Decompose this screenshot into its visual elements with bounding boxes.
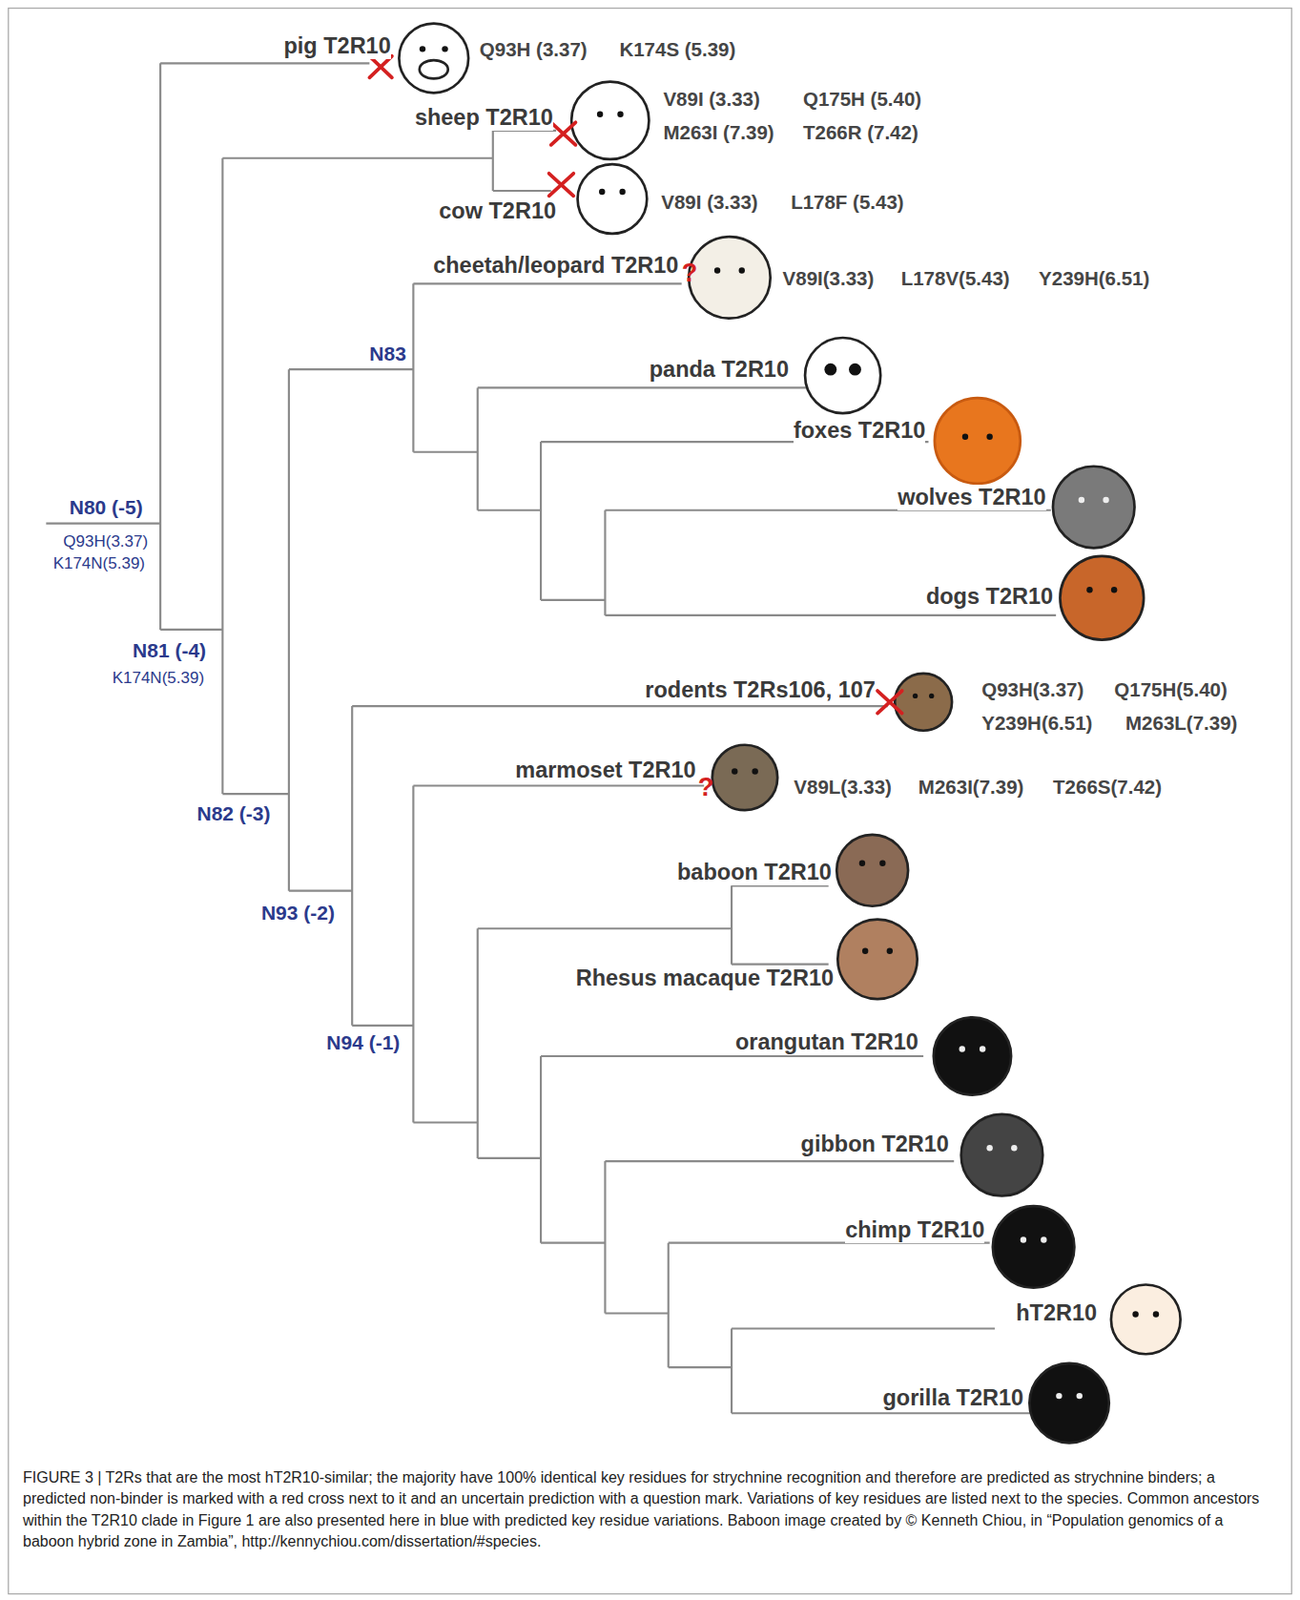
- species-label: gibbon T2R10: [801, 1131, 950, 1157]
- figure-caption: FIGURE 3 | T2Rs that are the most hT2R10…: [22, 1466, 1273, 1553]
- species-label: Rhesus macaque T2R10: [576, 965, 834, 991]
- panda-icon: [804, 337, 881, 413]
- figure-frame: [8, 8, 1292, 1594]
- species-label: cow T2R10: [438, 198, 557, 225]
- species-label: cheetah/leopard T2R10: [433, 252, 679, 279]
- ancestor-variation: K174N(5.39): [112, 668, 205, 688]
- residue-variation: Q93H (3.37): [479, 38, 588, 62]
- branch: [412, 387, 1056, 616]
- red-cross: [549, 173, 575, 197]
- ancestor-node-label: N80 (-5): [69, 495, 144, 519]
- ancestor-node-label: N82 (-3): [196, 802, 270, 826]
- tree-branches: [45, 62, 1056, 1413]
- species-label: marmoset T2R10: [515, 757, 696, 784]
- cheetah-icon: [688, 236, 771, 319]
- cow-icon: [577, 164, 648, 234]
- ancestor-variation: K174N(5.39): [53, 554, 145, 574]
- pig-icon: [398, 23, 469, 94]
- uncertain-mark: ?: [698, 772, 715, 803]
- branch: [412, 885, 828, 1158]
- branch: [477, 1055, 1032, 1413]
- red-cross: [369, 56, 393, 78]
- pig-snout: [419, 60, 449, 79]
- residue-variation: M263L(7.39): [1125, 711, 1238, 735]
- branch: [160, 130, 557, 794]
- marmoset-icon: [712, 744, 778, 810]
- gorilla-icon: [1029, 1362, 1109, 1443]
- fox-icon: [934, 397, 1021, 484]
- species-label: orangutan T2R10: [735, 1029, 919, 1055]
- human-icon: [1111, 1284, 1181, 1355]
- ancestor-node-label: N81 (-4): [132, 639, 207, 662]
- species-label: hT2R10: [1015, 1300, 1097, 1326]
- non-binder-crosses: [369, 56, 902, 714]
- residue-variation: V89I (3.33): [660, 190, 758, 214]
- species-label: dogs T2R10: [926, 583, 1053, 610]
- ancestor-node-label: N94 (-1): [326, 1031, 400, 1054]
- residue-variation: V89I (3.33): [662, 87, 760, 111]
- branch: [288, 705, 888, 1122]
- residue-variation: Q175H(5.40): [1114, 678, 1228, 702]
- ancestor-node-label: N83: [369, 342, 407, 366]
- residue-variation: Q175H (5.40): [803, 87, 922, 111]
- sheep-icon: [571, 82, 649, 160]
- icon-eyes: [419, 45, 1159, 1399]
- species-label: wolves T2R10: [897, 484, 1046, 511]
- mouse-icon: [894, 673, 952, 731]
- branch: [222, 283, 681, 890]
- residue-variation: V89I(3.33): [783, 267, 875, 290]
- wolf-icon: [1052, 466, 1135, 549]
- gibbon-icon: [961, 1114, 1044, 1197]
- uncertain-mark: ?: [681, 258, 699, 289]
- residue-variation: K174S (5.39): [619, 38, 736, 62]
- macaque-icon: [837, 919, 917, 999]
- red-cross: [551, 122, 577, 145]
- residue-variation: Y239H(6.51): [1038, 267, 1150, 290]
- species-label: baboon T2R10: [677, 859, 832, 886]
- ancestor-variation: Q93H(3.37): [62, 532, 148, 552]
- residue-variation: Q93H(3.37): [981, 678, 1084, 702]
- branch: [45, 62, 370, 630]
- dog-icon: [1059, 556, 1144, 640]
- residue-variation: M263I (7.39): [662, 121, 774, 145]
- species-label: gorilla T2R10: [882, 1384, 1024, 1411]
- species-label: panda T2R10: [649, 356, 789, 383]
- species-label: pig T2R10: [283, 33, 391, 60]
- residue-variation: T266S(7.42): [1052, 775, 1162, 799]
- species-label: sheep T2R10: [414, 104, 554, 131]
- residue-variation: M263I(7.39): [918, 775, 1025, 799]
- residue-variation: L178V(5.43): [901, 267, 1011, 290]
- animal-icons: [398, 23, 1180, 1444]
- species-label: rodents T2Rs106, 107: [644, 677, 876, 703]
- residue-variation: V89L(3.33): [793, 775, 892, 799]
- residue-variation: L178F (5.43): [790, 190, 905, 214]
- residue-variation: T266R (7.42): [803, 121, 919, 145]
- orangutan-icon: [933, 1016, 1012, 1094]
- ancestor-node-label: N93 (-2): [261, 901, 335, 925]
- baboon-icon: [836, 834, 908, 907]
- chimp-icon: [992, 1205, 1075, 1288]
- residue-variation: Y239H(6.51): [981, 711, 1093, 735]
- red-cross: [877, 690, 903, 714]
- species-label: chimp T2R10: [845, 1217, 985, 1243]
- species-label: foxes T2R10: [793, 417, 926, 444]
